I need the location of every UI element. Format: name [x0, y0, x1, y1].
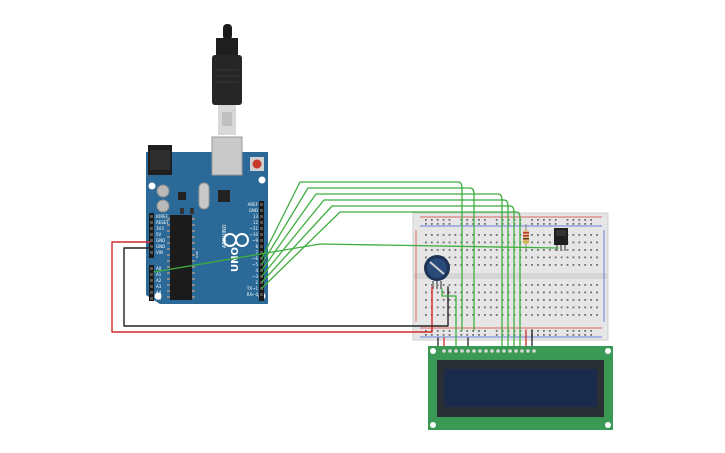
digital-pin-label: 12 — [253, 220, 259, 225]
digital-pin-label: 7 — [255, 250, 258, 255]
power-pin-label: 3V3 — [156, 226, 164, 231]
digital-pin-label: ~5 — [252, 262, 258, 267]
digital-pin-label: ~10 — [250, 232, 259, 237]
digital-pin-label: ~11 — [250, 226, 259, 231]
usb-jack — [211, 136, 243, 176]
green-wire[interactable] — [441, 288, 457, 353]
green-wire[interactable] — [261, 211, 521, 353]
digital-pin-label: ~3 — [252, 274, 258, 279]
power-pin-label: 5V — [156, 232, 162, 237]
aref-pin-label: AREF — [248, 202, 259, 207]
lcd-display[interactable] — [428, 346, 613, 430]
wires — [111, 181, 559, 353]
arduino-uno-board[interactable]: ARDUINO UNO ICSP IOREF RESET 3V3 5V GND … — [146, 136, 268, 304]
analog-pin-label: A2 — [156, 278, 162, 283]
power-pin-label: VIN — [156, 250, 163, 255]
lcd-header-pins — [442, 349, 536, 353]
digital-pin-label: 8 — [255, 244, 258, 249]
arduino-brand-label: ARDUINO — [222, 224, 228, 248]
power-pin-label: RESET — [156, 220, 169, 225]
analog-pin-label: A4 — [156, 290, 162, 295]
analog-pin-label: A5 — [156, 296, 162, 301]
gnd-pin-label: GND — [249, 208, 258, 213]
analog-header[interactable] — [149, 265, 154, 301]
digital-pin-label: 4 — [255, 268, 258, 273]
arduino-logo-icon — [223, 233, 249, 247]
potentiometer[interactable] — [424, 255, 450, 289]
arduino-model-label: UNO — [230, 247, 241, 272]
analog-pin-label: A0 — [156, 266, 162, 271]
breadboard[interactable] — [412, 212, 609, 341]
microcontroller-chip — [170, 215, 192, 300]
green-wire[interactable] — [153, 243, 559, 273]
power-pin-label: IOREF — [156, 214, 169, 219]
power-pin-label: GND — [156, 244, 165, 249]
digital-pin-label: 2 — [255, 280, 258, 285]
digital-pin-label: ~6 — [252, 256, 258, 261]
digital-pin-label: TX→1 — [246, 286, 259, 291]
digital-pin-label: RX←0 — [247, 292, 259, 297]
digital-pin-label: ~9 — [252, 238, 258, 243]
icsp-label: ICSP — [195, 251, 199, 258]
analog-pin-label: A1 — [156, 272, 162, 277]
analog-pin-label: A3 — [156, 284, 162, 289]
black-wire[interactable] — [123, 247, 449, 327]
power-pin-label: GND — [156, 238, 165, 243]
digital-pin-label: 13 — [253, 214, 259, 219]
lcd-screen — [444, 369, 597, 407]
red-wire[interactable] — [111, 241, 433, 333]
usb-cable — [212, 24, 242, 135]
